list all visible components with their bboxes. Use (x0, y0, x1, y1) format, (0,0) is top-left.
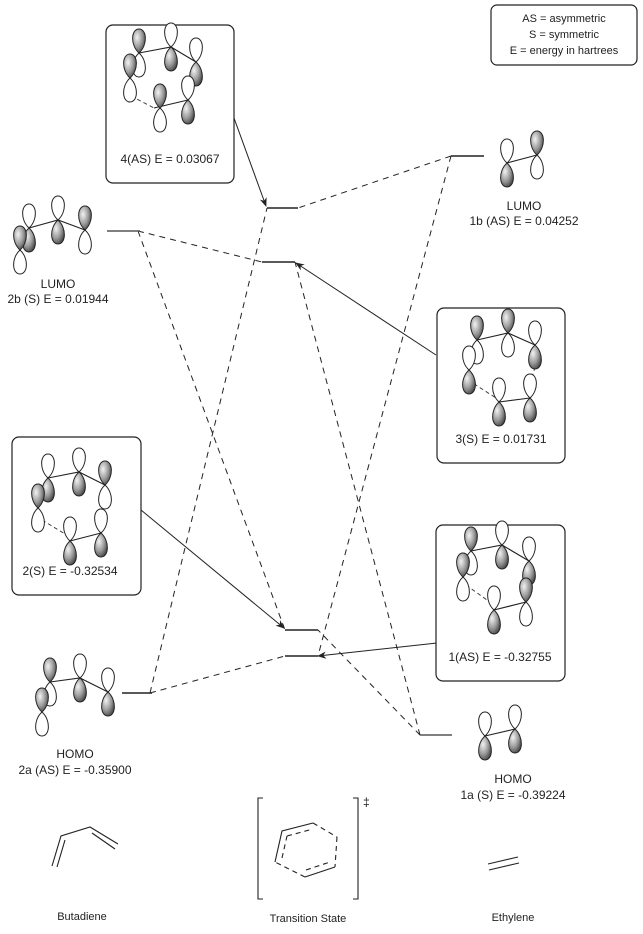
ethylene-lumo: LUMO 1b (AS) E = 0.04252 (469, 130, 579, 228)
ethylene-lumo-label: 1b (AS) E = 0.04252 (469, 214, 578, 228)
butadiene-structure: Butadiene (51, 826, 119, 923)
ethylene-structure: Ethylene (487, 856, 535, 924)
ethylene-name: Ethylene (492, 912, 535, 924)
ethylene-homo: HOMO 1a (S) E = -0.39224 (460, 704, 566, 802)
butadiene-lumo-orbital-drawing (13, 195, 92, 275)
ethylene-homo-title: HOMO (494, 772, 531, 786)
legend-line-energy: E = energy in hartrees (510, 45, 619, 57)
mo1-label: 1(AS) E = -0.32755 (448, 650, 551, 664)
ts-orbital-box-mo3: 3(S) E = 0.01731 (436, 307, 566, 464)
legend-line-asymmetric: AS = asymmetric (522, 13, 606, 25)
mo1-orbital-drawing (456, 520, 536, 635)
mo4-orbital-drawing (123, 22, 203, 133)
corr-homo1a-mo3 (294, 261, 421, 736)
ethylene-homo-label: 1a (S) E = -0.39224 (460, 788, 565, 802)
ts-orbital-box-mo1: 1(AS) E = -0.32755 (435, 520, 566, 682)
mo2-label: 2(S) E = -0.32534 (22, 564, 117, 578)
ts-bracket-right (353, 797, 359, 900)
correlation-lines (137, 155, 452, 736)
corr-homo2a-mo1 (149, 655, 286, 694)
mo2-orbital-drawing (31, 447, 112, 566)
arrow-mo1 (317, 642, 438, 659)
arrow-mo4 (233, 117, 267, 207)
pointer-arrows (140, 117, 438, 659)
butadiene-lumo: LUMO 2b (S) E = 0.01944 (7, 195, 109, 306)
ethylene-lumo-orbital-drawing (500, 130, 544, 188)
corr-homo2a-mo4 (149, 207, 268, 694)
arrow-mo3 (295, 262, 437, 356)
ts-orbital-box-mo4: 4(AS) E = 0.03067 (105, 22, 235, 184)
corr-homo1a-mo2 (317, 629, 421, 736)
butadiene-name: Butadiene (57, 911, 107, 923)
ts-orbital-box-mo2: 2(S) E = -0.32534 (11, 436, 142, 596)
mo3-label: 3(S) E = 0.01731 (455, 432, 546, 446)
legend-box: AS = asymmetric S = symmetric E = energy… (490, 4, 638, 66)
corr-lumo1b-mo4 (297, 155, 452, 209)
legend-frame (490, 4, 638, 66)
corr-lumo2b-mo3 (137, 230, 263, 263)
butadiene-homo-title: HOMO (56, 747, 93, 761)
corr-lumo2b-mo2 (137, 230, 286, 631)
corr-lumo1b-mo1 (317, 155, 452, 657)
transition-state-structure: ‡ Transition State (257, 795, 370, 925)
ethylene-homo-orbital-drawing (478, 704, 522, 761)
ts-bracket-left (257, 797, 263, 900)
energy-levels (107, 155, 484, 736)
mo4-label: 4(AS) E = 0.03067 (120, 152, 219, 166)
transition-state-name: Transition State (270, 913, 347, 925)
ts-double-dagger: ‡ (363, 795, 370, 809)
arrow-mo2 (140, 509, 285, 629)
legend-line-symmetric: S = symmetric (529, 29, 599, 41)
butadiene-homo-orbital-drawing (35, 653, 115, 737)
butadiene-lumo-title: LUMO (41, 277, 76, 291)
butadiene-homo: HOMO 2a (AS) E = -0.35900 (18, 653, 132, 777)
butadiene-lumo-label: 2b (S) E = 0.01944 (7, 292, 108, 306)
butadiene-homo-label: 2a (AS) E = -0.35900 (18, 763, 131, 777)
ethylene-lumo-title: LUMO (507, 199, 542, 213)
mo3-orbital-drawing (462, 308, 542, 427)
